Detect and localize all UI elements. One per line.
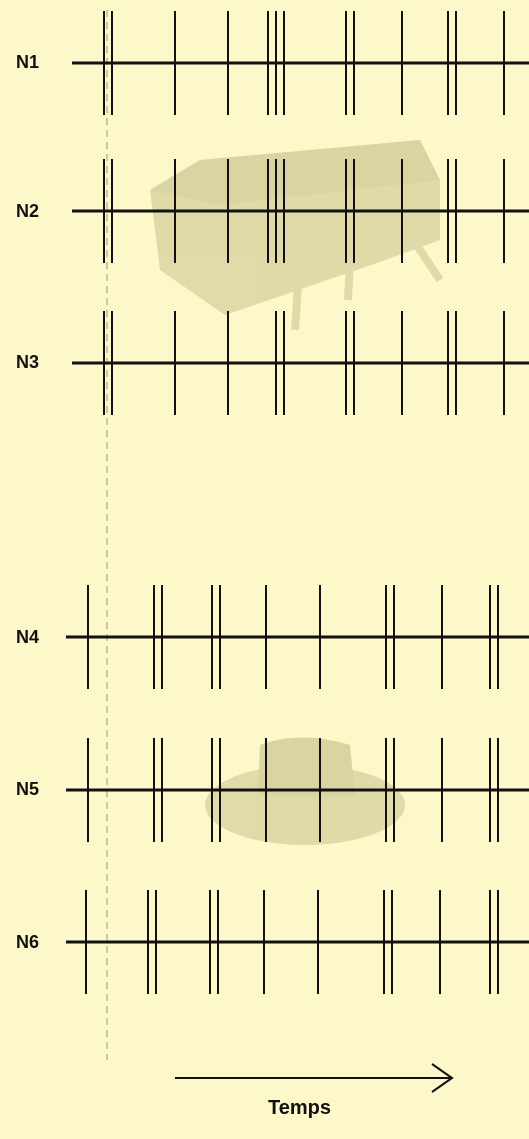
neuron-label-n5: N5 bbox=[16, 779, 39, 800]
neuron-label-n1: N1 bbox=[16, 52, 39, 73]
neuron-label-n4: N4 bbox=[16, 627, 39, 648]
neuron-label-n3: N3 bbox=[16, 352, 39, 373]
neuron-label-n6: N6 bbox=[16, 932, 39, 953]
suitcase-image bbox=[150, 140, 440, 330]
time-axis-label: Temps bbox=[268, 1097, 331, 1120]
neuron-label-n2: N2 bbox=[16, 201, 39, 222]
